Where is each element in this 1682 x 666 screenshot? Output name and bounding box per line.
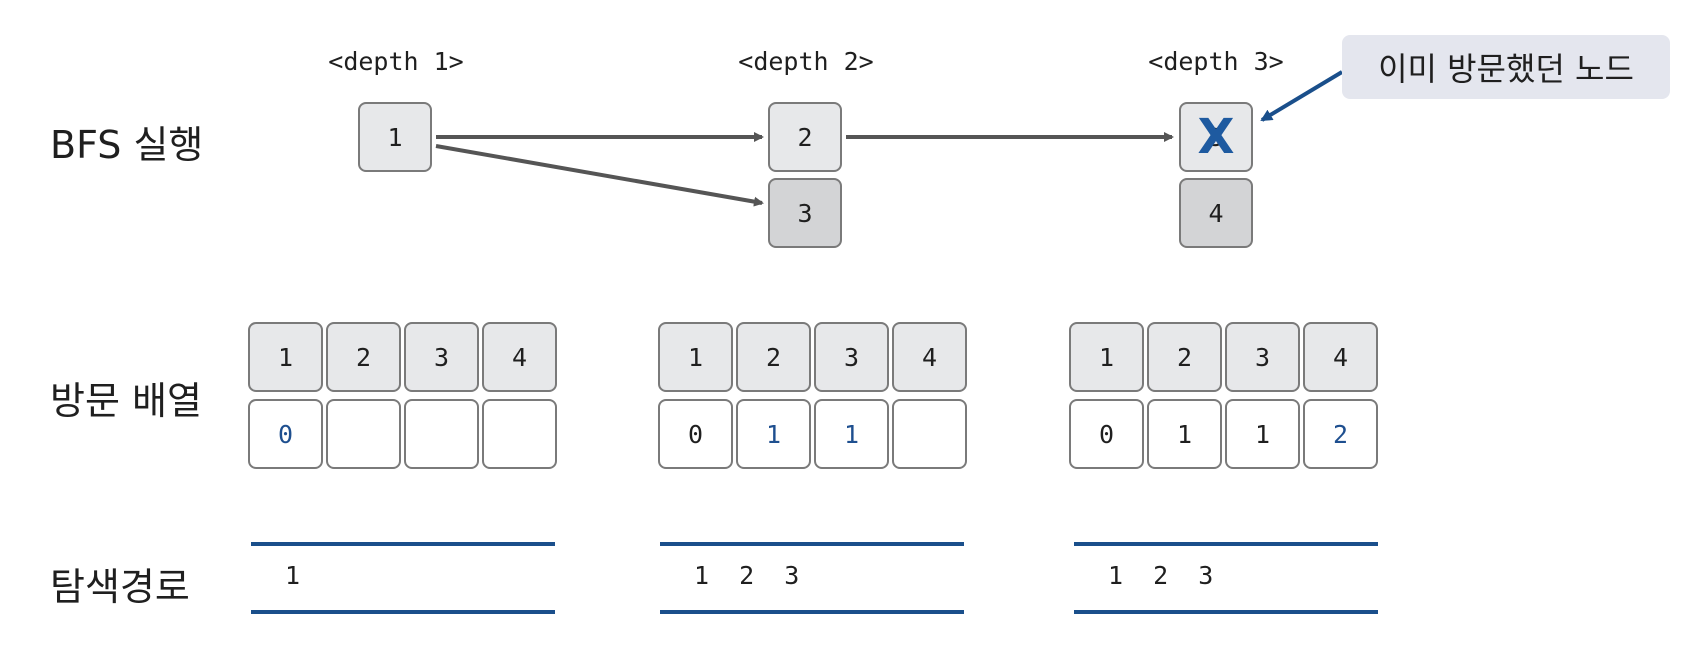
visited-1-header-4: 4 [482, 322, 557, 392]
visited-1-value-3 [404, 399, 479, 469]
path-2-top-line [660, 542, 964, 546]
callout-pointer-arrow [1260, 70, 1344, 122]
path-3-top-line [1074, 542, 1378, 546]
visited-1-header-3: 3 [404, 322, 479, 392]
node-d3-visited: 3 X [1179, 102, 1253, 172]
path-3-text: 1 2 3 [1108, 561, 1214, 590]
visited-2-header-4: 4 [892, 322, 967, 392]
visited-3-value-4: 2 [1303, 399, 1378, 469]
visited-3-header-3: 3 [1225, 322, 1300, 392]
visited-2-value-4 [892, 399, 967, 469]
node-label: 1 [387, 122, 403, 152]
visited-2-header-3: 3 [814, 322, 889, 392]
path-1-top-line [251, 542, 555, 546]
visited-2-value-3: 1 [814, 399, 889, 469]
node-d3-4: 4 [1179, 178, 1253, 248]
node-label: 3 [1208, 122, 1224, 152]
visited-1-value-4 [482, 399, 557, 469]
visited-1-header-1: 1 [248, 322, 323, 392]
node-d2-2: 2 [768, 102, 842, 172]
visited-1-header-2: 2 [326, 322, 401, 392]
node-d2-3: 3 [768, 178, 842, 248]
visited-x-mark: X [1197, 109, 1235, 165]
visited-2-value-2: 1 [736, 399, 811, 469]
depth-label-1: <depth 1> [328, 47, 464, 76]
visited-3-value-2: 1 [1147, 399, 1222, 469]
path-2-bottom-line [660, 610, 964, 614]
node-label: 2 [797, 122, 813, 152]
depth-label-3: <depth 3> [1148, 47, 1284, 76]
path-2-text: 1 2 3 [694, 561, 800, 590]
visited-3-header-4: 4 [1303, 322, 1378, 392]
visited-2-header-2: 2 [736, 322, 811, 392]
row-label-bfs: BFS 실행 [50, 123, 204, 167]
path-1-bottom-line [251, 610, 555, 614]
node-label: 3 [797, 198, 813, 228]
node-label: 4 [1208, 198, 1224, 228]
visited-1-value-1: 0 [248, 399, 323, 469]
visited-2-header-1: 1 [658, 322, 733, 392]
node-d1-1: 1 [358, 102, 432, 172]
path-3-bottom-line [1074, 610, 1378, 614]
visited-3-header-2: 2 [1147, 322, 1222, 392]
depth-label-2: <depth 2> [738, 47, 874, 76]
visited-3-value-1: 0 [1069, 399, 1144, 469]
visited-2-value-1: 0 [658, 399, 733, 469]
path-1-text: 1 [285, 561, 301, 590]
row-label-path: 탐색경로 [50, 565, 190, 609]
edge-1-3-arrow [435, 144, 764, 207]
visited-3-header-1: 1 [1069, 322, 1144, 392]
row-label-visited: 방문 배열 [50, 379, 202, 423]
callout-already-visited: 이미 방문했던 노드 [1342, 35, 1670, 99]
visited-1-value-2 [326, 399, 401, 469]
visited-3-value-3: 1 [1225, 399, 1300, 469]
